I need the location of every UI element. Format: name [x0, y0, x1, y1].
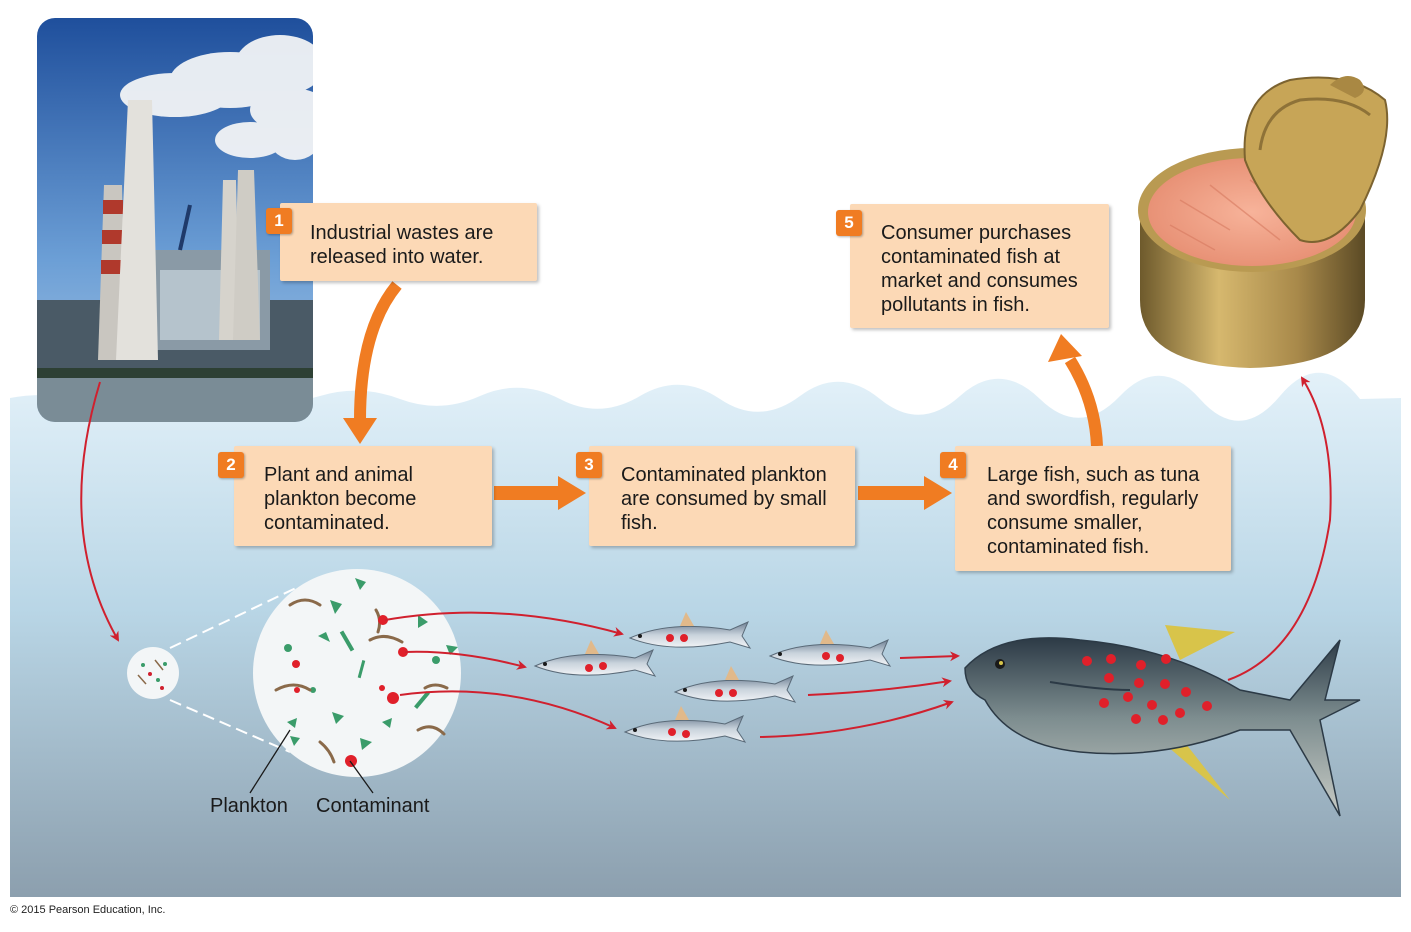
small-fish-5 [623, 706, 747, 743]
arrow-plant-to-plankton [80, 381, 119, 642]
plankton-pointer [249, 729, 291, 794]
step-1-box: Industrial wastes are released into wate… [280, 203, 537, 281]
step-5-number: 5 [836, 210, 862, 236]
step-1-number: 1 [266, 208, 292, 234]
arrow-plankton-to-fish-2 [404, 650, 527, 670]
step-3-number: 3 [576, 452, 602, 478]
zoom-line-bottom [169, 699, 291, 753]
plankton-sample-magnified [253, 569, 461, 777]
arrow-fish-4-to-tuna [807, 677, 952, 696]
step-5-text: Consumer purchases contaminated fish at … [881, 222, 1078, 316]
step-2-number: 2 [218, 452, 244, 478]
tuna-can [1138, 76, 1389, 368]
step-2-box: Plant and animal plankton become contami… [234, 446, 492, 546]
flow-arrow-1-to-2 [343, 281, 402, 444]
large-tuna-fish [964, 625, 1361, 817]
arrow-fish-3-to-tuna [899, 651, 960, 662]
small-fish-3 [768, 630, 892, 667]
step-4-box: Large fish, such as tuna and swordfish, … [955, 446, 1231, 571]
step-4-number: 4 [940, 452, 966, 478]
step-1-text: Industrial wastes are released into wate… [310, 222, 494, 268]
contaminant-arrows [80, 376, 1332, 738]
shrimp-organisms [274, 598, 449, 764]
plankton-organisms [284, 578, 458, 750]
flow-arrow-3-to-4 [858, 476, 952, 510]
contaminant-dots [292, 615, 408, 767]
power-plant-photo [37, 18, 313, 422]
zoom-line-top [169, 587, 297, 649]
step-3-box: Contaminated plankton are consumed by sm… [589, 446, 855, 546]
copyright-notice: © 2015 Pearson Education, Inc. [10, 904, 166, 916]
tuna-contaminant-dots [1082, 654, 1212, 725]
small-fish-4 [673, 666, 797, 703]
small-fish-1 [628, 612, 752, 649]
step-3-text: Contaminated plankton are consumed by sm… [621, 464, 827, 534]
arrow-plankton-to-fish-1 [384, 611, 624, 637]
contaminant-label: Contaminant [316, 795, 430, 817]
flow-arrow-4-to-5 [1048, 334, 1103, 447]
plankton-sample-small [127, 647, 179, 699]
flow-arrow-2-to-3 [494, 476, 586, 510]
step-4-text: Large fish, such as tuna and swordfish, … [987, 464, 1200, 558]
plankton-label: Plankton [210, 795, 288, 817]
arrow-plankton-to-fish-5 [399, 690, 617, 730]
contaminant-pointer [349, 760, 374, 794]
step-2-text: Plant and animal plankton become contami… [264, 464, 417, 534]
arrow-tuna-to-can [1227, 376, 1332, 681]
arrow-fish-5-to-tuna [759, 699, 954, 738]
small-fish-2 [533, 640, 657, 677]
step-5-box: Consumer purchases contaminated fish at … [850, 204, 1109, 328]
